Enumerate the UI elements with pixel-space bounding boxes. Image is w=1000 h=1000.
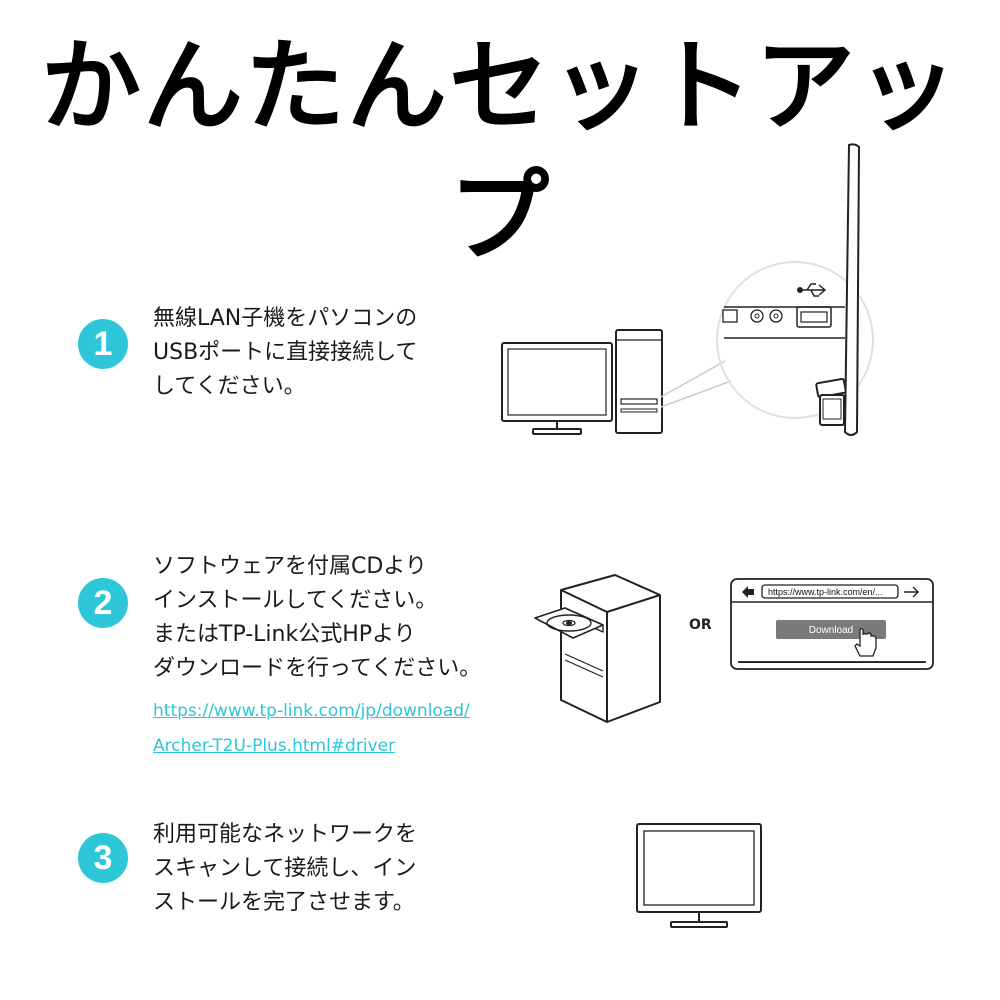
download-button[interactable]: [776, 620, 886, 639]
step-3-line-1: 利用可能なネットワークを: [153, 822, 418, 847]
monitor-illustration: [636, 823, 762, 928]
download-button-label: Download: [809, 625, 853, 636]
page-title: かんたんセットアップ: [41, 28, 959, 275]
step-3-instructions: 利用可能なネットワークを スキャンして接続し、イン ストールを完了させます。: [153, 818, 417, 920]
monitor-icon: [501, 342, 613, 435]
step-1-number-badge: 1: [78, 319, 128, 369]
cd-install-illustration: [534, 574, 661, 723]
browser-download-illustration: https://www.tp-link.com/en/... Download: [730, 578, 934, 670]
step-2-line-3: またはTP-Link公式HPより: [153, 622, 416, 647]
usb-adapter-icon: [815, 377, 847, 426]
step-1-line-2: USBポートに直接接続して: [153, 340, 418, 365]
driver-download-link-line-1[interactable]: https://www.tp-link.com/jp/download/: [153, 701, 470, 721]
antenna-icon: [843, 143, 861, 436]
browser-url-text: https://www.tp-link.com/en/...: [768, 587, 883, 597]
step-2-instructions: ソフトウェアを付属CDより インストールしてください。 またはTP-Link公式…: [153, 550, 481, 686]
step-1-instructions: 無線LAN子機をパソコンの USBポートに直接接続して してください。: [153, 302, 418, 404]
usb-adapter-connection-illustration: [501, 143, 874, 436]
step-2-line-4: ダウンロードを行ってください。: [153, 656, 482, 681]
step-3-number-badge: 3: [78, 833, 128, 883]
step-2-line-2: インストールしてください。: [153, 588, 438, 613]
driver-download-link-line-2[interactable]: Archer-T2U-Plus.html#driver: [153, 736, 396, 756]
pointer-hand-icon: [854, 627, 877, 657]
step-1-line-3: してください。: [153, 374, 306, 399]
step-3-line-3: ストールを完了させます。: [153, 890, 415, 915]
back-arrow-icon: [742, 586, 754, 598]
pc-tower-icon: [615, 329, 663, 434]
or-label: OR: [689, 617, 712, 633]
forward-arrow-icon: [904, 586, 919, 598]
step-2-line-1: ソフトウェアを付属CDより: [153, 554, 427, 579]
step-2-number-badge: 2: [78, 578, 128, 628]
step-3-line-2: スキャンして接続し、イン: [153, 856, 417, 881]
usb-port-zoom: [722, 283, 845, 339]
step-1-line-1: 無線LAN子機をパソコンの: [153, 306, 418, 331]
